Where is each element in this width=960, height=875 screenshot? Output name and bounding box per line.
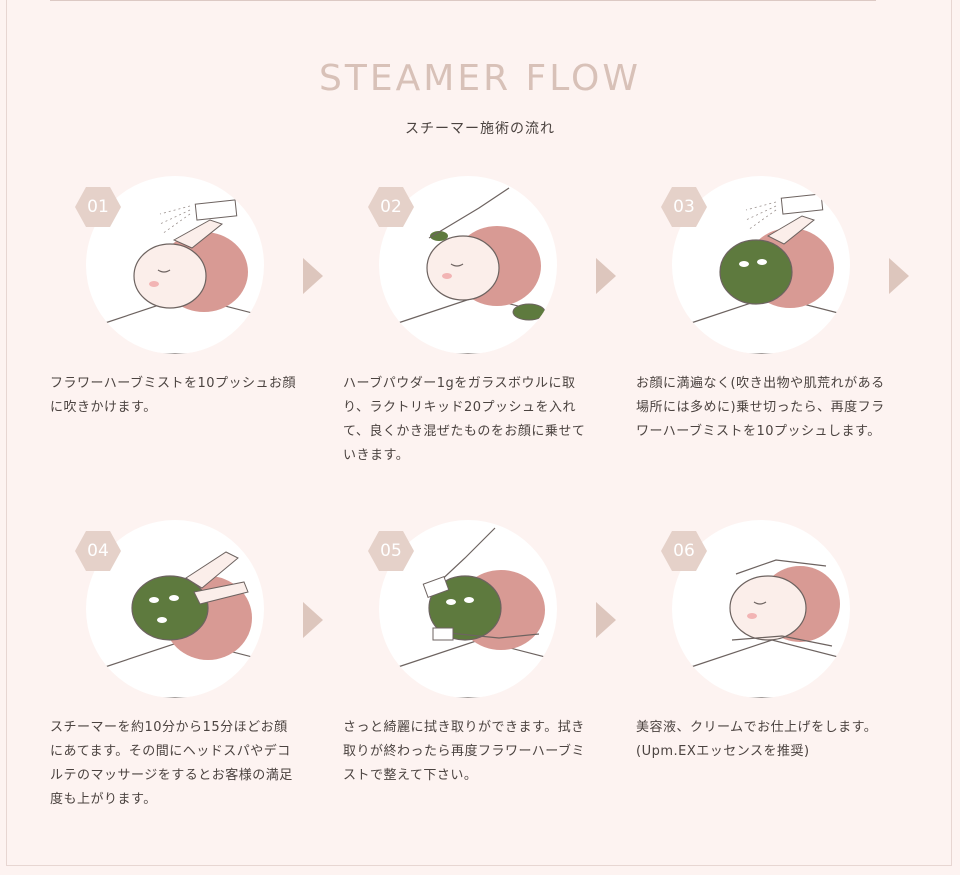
step-01-badge: 01 (74, 186, 122, 228)
step-04-number: 04 (87, 541, 109, 561)
page-title: STEAMER FLOW (319, 58, 641, 99)
step-05-description: さっと綺麗に拭き取りができます。拭き取りが終わったら再度フラワーハーブミストで整… (343, 720, 585, 783)
mist-spray-illustration (95, 199, 264, 354)
next-arrow-icon (889, 258, 909, 294)
next-arrow-icon (596, 258, 616, 294)
mist-on-mask-illustration (681, 193, 850, 354)
step-04-badge: 04 (74, 530, 122, 572)
step-03-description: お顔に満遍なく(吹き出物や肌荒れがある場所には多めに)乗せ切ったら、再度フラワー… (636, 376, 885, 439)
step-03-badge: 03 (660, 186, 708, 228)
wipe-off-illustration (388, 527, 557, 698)
step-02-description: ハーブパウダー1gをガラスボウルに取り、ラクトリキッド20プッシュを入れて、良く… (343, 376, 586, 463)
top-divider (50, 0, 876, 1)
apply-paste-illustration (388, 187, 557, 354)
page-frame (6, 0, 952, 866)
step-01-description: フラワーハーブミストを10プッシュお顔に吹きかけます。 (50, 376, 297, 415)
next-arrow-icon (303, 602, 323, 638)
next-arrow-icon (303, 258, 323, 294)
step-03-number: 03 (673, 197, 695, 217)
step-06-number: 06 (673, 541, 695, 561)
step-01-number: 01 (87, 197, 109, 217)
step-04-description: スチーマーを約10分から15分ほどお顔にあてます。その間にヘッドスパやデコルテの… (50, 720, 293, 807)
step-02-number: 02 (380, 197, 402, 217)
next-arrow-icon (596, 602, 616, 638)
finishing-cream-illustration (681, 559, 850, 698)
step-06-description: 美容液、クリームでお仕上げをします。(Upm.EXエッセンスを推奨) (636, 720, 878, 759)
step-05-number: 05 (380, 541, 402, 561)
step-06-badge: 06 (660, 530, 708, 572)
step-02-badge: 02 (367, 186, 415, 228)
step-05-badge: 05 (367, 530, 415, 572)
page-subtitle: スチーマー施術の流れ (405, 121, 555, 137)
steam-massage-illustration (95, 551, 264, 698)
